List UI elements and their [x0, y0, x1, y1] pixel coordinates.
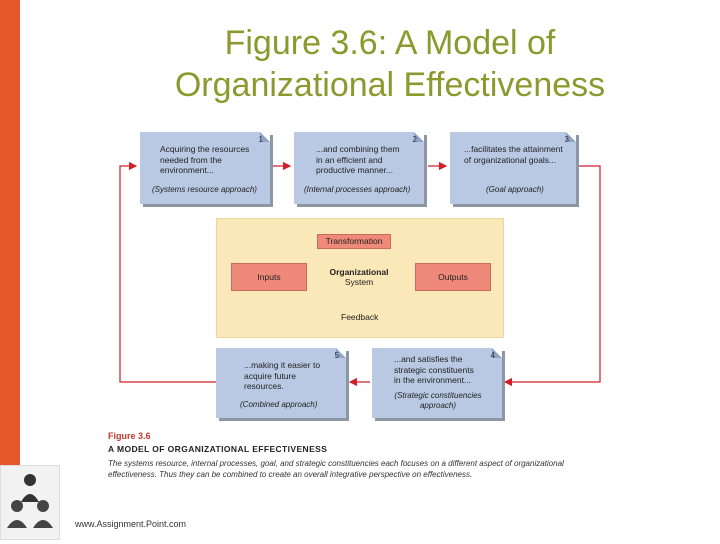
- box-text-line: in an efficient and: [316, 154, 383, 165]
- box-number: 5: [334, 351, 339, 360]
- box-systems-resource: 1 Acquiring the resources needed from th…: [140, 132, 270, 204]
- system-label-line-1: Organizational: [329, 267, 389, 277]
- box-text-line: needed from the: [160, 154, 222, 165]
- folded-corner: [492, 348, 502, 358]
- box-text-line: in the environment...: [394, 375, 472, 385]
- box-internal-processes: 2 ...and combining them in an efficient …: [294, 132, 424, 204]
- effectiveness-model-figure: 1 Acquiring the resources needed from th…: [100, 118, 627, 488]
- folded-corner: [566, 132, 576, 142]
- arrow-box5-to-box1: [119, 161, 216, 383]
- box-text-line: of organizational goals...: [464, 154, 557, 165]
- box-number: 1: [258, 135, 263, 144]
- outputs-box: Outputs: [415, 263, 491, 291]
- box-text-line: productive manner...: [316, 165, 394, 175]
- box-approach-label: (Internal processes approach): [304, 185, 411, 194]
- transformation-box: Transformation: [317, 234, 391, 249]
- organizational-system-label: Organizational System: [319, 267, 399, 287]
- box-approach-label: (Strategic constituencies: [394, 391, 482, 400]
- footer-website: www.Assignment.Point.com: [75, 519, 187, 529]
- arrow-box3-to-box4: [503, 165, 601, 387]
- box-strategic-constituencies: 4 ...and satisfies the strategic constit…: [372, 348, 502, 418]
- box-approach-label: (Systems resource approach): [152, 185, 257, 194]
- box-text-line: ...and satisfies the: [394, 354, 463, 364]
- caption-title: A MODEL OF ORGANIZATIONAL EFFECTIVENESS: [108, 444, 328, 454]
- folded-corner: [336, 348, 346, 358]
- organizational-system-panel: Transformation Inputs Outputs Organizati…: [216, 218, 504, 338]
- box-text-line: strategic constituents: [394, 364, 474, 375]
- box-text-line: ...facilitates the attainment: [464, 144, 563, 154]
- box-text-line: Acquiring the resources: [160, 144, 250, 154]
- people-logo-icon: [7, 474, 53, 528]
- slide-title-line-2: Organizational Effectiveness: [174, 66, 606, 104]
- inputs-box: Inputs: [231, 263, 307, 291]
- slide-title: Figure 3.6: A Model of Organizational Ef…: [110, 22, 670, 106]
- folded-corner: [414, 132, 424, 142]
- box-approach-label: approach): [419, 401, 457, 410]
- box-number: 3: [564, 135, 569, 144]
- box-text-line: ...and combining them: [316, 144, 400, 154]
- box-text-line: ...making it easier to: [244, 360, 321, 370]
- slide-title-line-1: Figure 3.6: A Model of: [224, 24, 556, 62]
- box-text-line: resources.: [244, 381, 284, 391]
- assignment-point-logo: [0, 465, 60, 540]
- caption-figure-label: Figure 3.6: [108, 431, 151, 441]
- feedback-label: Feedback: [341, 312, 379, 322]
- box-approach-label: (Combined approach): [240, 400, 318, 409]
- caption-body: The systems resource, internal processes…: [108, 459, 564, 479]
- box-approach-label: (Goal approach): [486, 185, 544, 194]
- box-goal: 3 ...facilitates the attainment of organ…: [450, 132, 576, 204]
- system-label-line-2: System: [344, 277, 374, 287]
- box-combined: 5 ...making it easier to acquire future …: [216, 348, 346, 418]
- box-number: 2: [412, 135, 417, 144]
- box-text-line: acquire future: [244, 370, 296, 381]
- folded-corner: [260, 132, 270, 142]
- box-text-line: environment...: [160, 165, 214, 175]
- box-number: 4: [490, 351, 495, 360]
- sidebar-accent-bar: [0, 0, 20, 540]
